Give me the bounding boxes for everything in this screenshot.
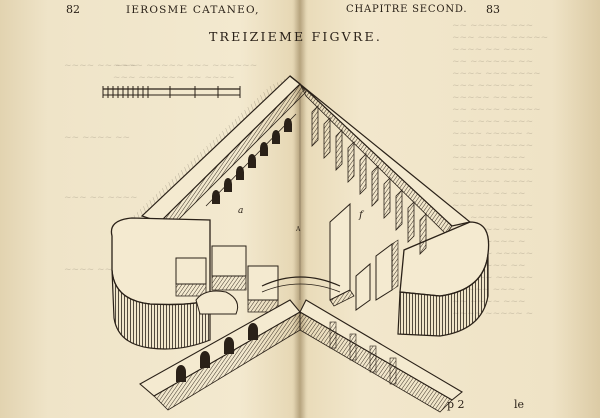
bleed-through-right: ~~ ~~~~~ ~~~~~~ ~~~~ ~~~~~~~~~ ~~ ~~~~~~… (452, 21, 549, 319)
right-page-number: 83 (486, 3, 500, 16)
right-running-title: CHAPITRE SECOND. (346, 4, 468, 15)
left-running-title: IEROSME CATANEO, (126, 4, 260, 16)
plate-title: TREIZIEME FIGVRE. (209, 29, 382, 44)
left-bastion (110, 75, 307, 350)
left-page-number: 82 (66, 3, 80, 16)
signature-mark: p 2 (447, 398, 465, 411)
right-bastion (289, 75, 490, 337)
catchword: le (514, 398, 525, 411)
plate-label-center: A (296, 226, 301, 233)
left-gorge-wall (139, 299, 301, 411)
right-gorge-wall (299, 299, 463, 413)
plate-label-a: a (238, 206, 244, 216)
central-arc (261, 276, 341, 287)
bleed-through-left: ~~~~ ~~~~~ ~~~ ~~~~~~ ~~~ ~~~~~~ ~~ ~~~~ (70, 61, 258, 83)
scale-bar (102, 86, 241, 98)
bleed-through-left-margin: ~~~~ ~~ ~~~~~ ~~~~ ~~~~~ ~~ ~~~~~~~~ ~~ … (64, 61, 138, 275)
plate-label-f: f (359, 210, 363, 221)
